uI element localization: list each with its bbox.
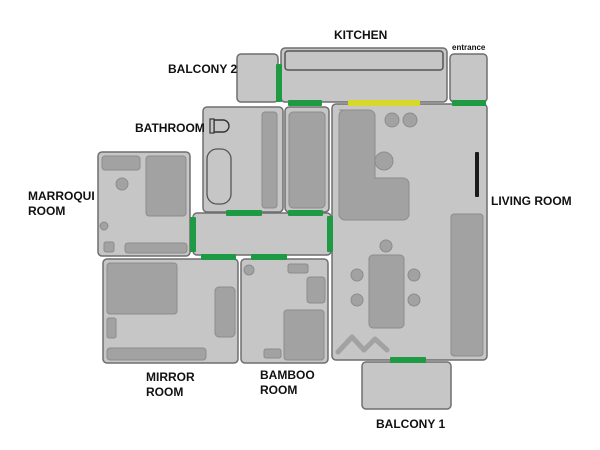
doors	[190, 64, 486, 363]
marroqui-room-label: MARROQUI ROOM	[28, 189, 95, 219]
marroqui-small-table	[99, 221, 109, 231]
door-kitchen-hallway[interactable]	[288, 100, 322, 106]
marroqui-sideboard	[124, 242, 188, 254]
living-room-label: LIVING ROOM	[491, 194, 572, 208]
dining-chair-4	[407, 268, 421, 282]
dining-table	[368, 254, 405, 329]
marroqui-stool	[103, 241, 115, 253]
entrance-label: entrance	[452, 43, 486, 52]
door-bathroom[interactable]	[226, 210, 262, 216]
bathtub	[206, 148, 232, 205]
kitchen-label: KITCHEN	[334, 28, 388, 42]
bamboo-room-label-line-1: BAMBOO	[260, 368, 315, 382]
door-hallway-upper[interactable]	[288, 210, 323, 216]
bathroom-towel-rack	[261, 111, 278, 209]
marroqui-room-label-line-2: ROOM	[28, 204, 66, 218]
bathroom-label: BATHROOM	[135, 121, 205, 135]
marroqui-room-label-line-1: MARROQUI	[28, 189, 95, 203]
entrance-area[interactable]	[449, 53, 488, 103]
dining-chair-2	[350, 268, 364, 282]
living-room-tv	[475, 152, 479, 197]
balcony-1-label: BALCONY 1	[376, 417, 446, 431]
marroqui-bed	[145, 155, 187, 217]
toilet-tank	[209, 118, 215, 134]
mirror-wardrobe	[106, 347, 207, 361]
door-mirror[interactable]	[201, 254, 236, 260]
door-marroqui[interactable]	[190, 217, 196, 252]
dining-chair-5	[407, 293, 421, 307]
mirror-room-label-line-2: ROOM	[146, 385, 184, 399]
mirror-room-label-line-1: MIRROR	[146, 370, 195, 384]
hallway-cabinet	[288, 111, 326, 209]
bamboo-bed	[283, 309, 325, 361]
dining-chair-1	[379, 239, 393, 253]
living-pouf-2	[402, 112, 418, 128]
balcony-2-room[interactable]	[236, 53, 279, 103]
bamboo-desk	[306, 276, 326, 304]
bamboo-pouf	[243, 264, 255, 276]
bamboo-room-label: BAMBOO ROOM	[260, 368, 315, 398]
marroqui-pouf	[115, 177, 129, 191]
door-kitchen-balcony-2[interactable]	[276, 64, 282, 102]
door-main-kitchen[interactable]	[348, 100, 420, 106]
toilet	[213, 119, 230, 133]
dining-chair-3	[350, 293, 364, 307]
mountain-decor	[335, 334, 390, 355]
door-entrance[interactable]	[452, 100, 486, 106]
mirror-room-label: MIRROR ROOM	[146, 370, 195, 400]
bamboo-room-label-line-2: ROOM	[260, 383, 298, 397]
corner-sofa	[338, 109, 410, 221]
living-wall-unit	[450, 213, 484, 357]
furniture	[99, 50, 484, 361]
bamboo-bench	[263, 348, 282, 359]
kitchen-counter	[284, 50, 444, 71]
living-pouf-1	[384, 112, 400, 128]
bamboo-shelf	[287, 263, 309, 274]
balcony-2-label: BALCONY 2	[168, 62, 238, 76]
door-bamboo[interactable]	[251, 254, 287, 260]
balcony-1-room[interactable]	[361, 361, 452, 410]
door-balcony-1[interactable]	[390, 357, 426, 363]
mirror-nightstand	[106, 317, 117, 339]
door-living-room[interactable]	[327, 216, 333, 252]
mirror-bed	[106, 262, 178, 315]
hallway-lower[interactable]	[192, 212, 332, 256]
marroqui-bench	[101, 155, 141, 171]
mirror-dresser	[214, 286, 236, 338]
living-pouf-3	[374, 151, 394, 171]
